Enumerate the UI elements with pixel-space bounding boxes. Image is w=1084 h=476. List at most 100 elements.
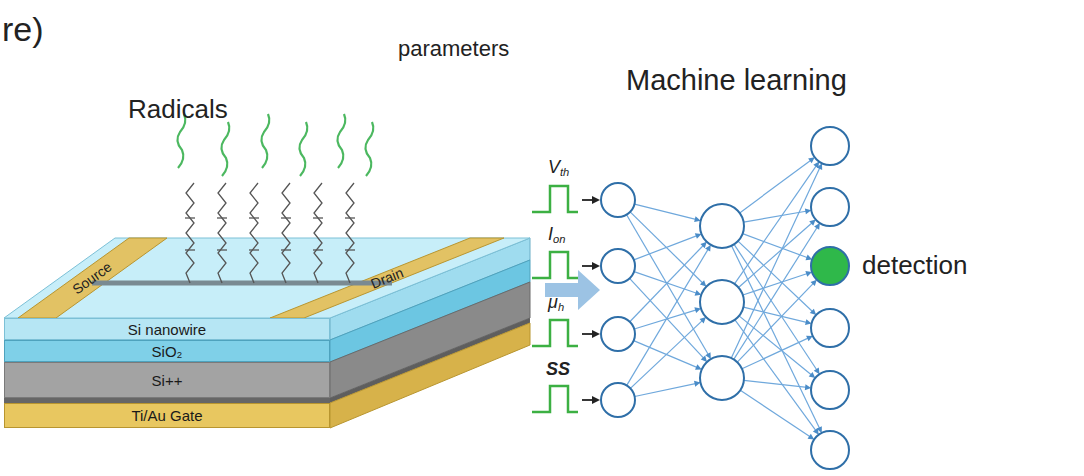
radical-wave <box>337 114 345 168</box>
molecule-tick <box>313 249 323 250</box>
link-head <box>810 280 816 286</box>
top-face <box>4 238 530 318</box>
network-neurons <box>601 127 849 469</box>
input-pulses <box>532 186 600 412</box>
radical-wave <box>365 122 373 176</box>
network-link <box>740 390 811 437</box>
link-head <box>808 434 815 440</box>
link-head <box>809 372 816 378</box>
molecule-chain <box>250 183 258 283</box>
link-head <box>813 428 819 435</box>
layer-name: Si nanowire <box>128 322 206 337</box>
substrate-dark-side <box>330 318 530 403</box>
molecule-tick <box>313 217 323 218</box>
input-arrowhead <box>592 330 600 338</box>
radical-wave <box>177 114 185 168</box>
input-neuron <box>601 383 635 417</box>
link-head <box>695 233 702 239</box>
radical-wave <box>221 122 229 176</box>
molecule-chain <box>186 183 194 283</box>
radical-wave <box>299 122 307 176</box>
link-head <box>700 317 706 323</box>
network-link <box>744 380 807 387</box>
source-electrode <box>18 238 167 318</box>
network-link <box>731 167 820 358</box>
link-head <box>808 157 815 163</box>
link-head <box>806 336 813 341</box>
link-head <box>814 367 820 374</box>
cut-heading: re) <box>2 12 44 46</box>
network-link <box>634 235 698 260</box>
input-neuron <box>601 317 635 351</box>
molecule-tick <box>249 249 259 250</box>
link-head <box>701 355 707 361</box>
network-link <box>634 204 696 220</box>
link-head <box>810 309 816 315</box>
output-neuron <box>811 431 849 469</box>
network-link <box>739 316 812 376</box>
section-label: parameters <box>398 38 509 60</box>
radical-wave <box>261 114 269 168</box>
output-neuron <box>811 188 849 226</box>
layer-band: SiO₂ <box>4 340 330 362</box>
drain-electrode <box>270 238 504 318</box>
molecule-chain <box>314 183 322 283</box>
network-link <box>740 160 812 213</box>
molecule-tick <box>345 249 355 250</box>
network-link <box>742 338 809 369</box>
layer-band: Si++ <box>4 362 330 398</box>
nanowire <box>92 281 392 286</box>
molecule-tick <box>185 217 195 218</box>
parameter-label: Ion <box>548 225 565 243</box>
section-label: Machine learning <box>626 66 847 95</box>
layer-band: Ti/Au Gate <box>4 403 330 428</box>
output-neuron <box>811 127 849 165</box>
parameter-label: Vth <box>548 158 569 176</box>
input-pulse <box>532 252 578 278</box>
network-link <box>630 320 703 389</box>
network-link <box>627 248 709 385</box>
gate-side <box>330 323 530 428</box>
network-link <box>630 212 703 284</box>
molecule-tick <box>281 249 291 250</box>
layer-name: Si++ <box>152 373 183 388</box>
network-link <box>739 222 813 287</box>
link-head <box>700 242 706 248</box>
section-label: Radicals <box>128 96 228 122</box>
link-head <box>809 220 815 226</box>
molecule-tick <box>249 217 259 218</box>
output-neuron <box>811 371 849 409</box>
link-head <box>705 352 711 359</box>
network-links <box>627 157 823 439</box>
input-pulse <box>532 186 578 212</box>
probe-molecules <box>185 183 355 283</box>
molecule-chain <box>218 183 226 283</box>
layer-name: Ti/Au Gate <box>131 408 202 423</box>
network-link <box>627 215 709 356</box>
hidden-neuron <box>700 280 744 324</box>
radical-waves <box>177 114 373 176</box>
input-arrowhead <box>592 196 600 204</box>
flow-arrow <box>545 270 600 310</box>
hidden-neuron <box>700 204 744 248</box>
molecule-tick <box>345 217 355 218</box>
input-pulse <box>532 320 578 346</box>
network-link <box>743 307 807 322</box>
molecule-chain <box>282 183 290 283</box>
link-head <box>700 280 706 286</box>
link-head <box>695 364 702 370</box>
parameter-label: μh <box>548 293 564 311</box>
input-neuron <box>601 249 635 283</box>
molecule-tick <box>281 217 291 218</box>
network-link <box>732 246 820 429</box>
link-head <box>814 223 820 230</box>
network-link <box>737 283 814 363</box>
layer-name: SiO₂ <box>152 344 183 359</box>
link-head <box>705 245 711 252</box>
input-arrowhead <box>592 262 600 270</box>
layer-band: Si nanowire <box>4 318 330 340</box>
network-link <box>630 245 704 322</box>
input-arrowhead <box>592 396 600 404</box>
link-head <box>817 163 822 170</box>
molecule-tick <box>217 249 227 250</box>
